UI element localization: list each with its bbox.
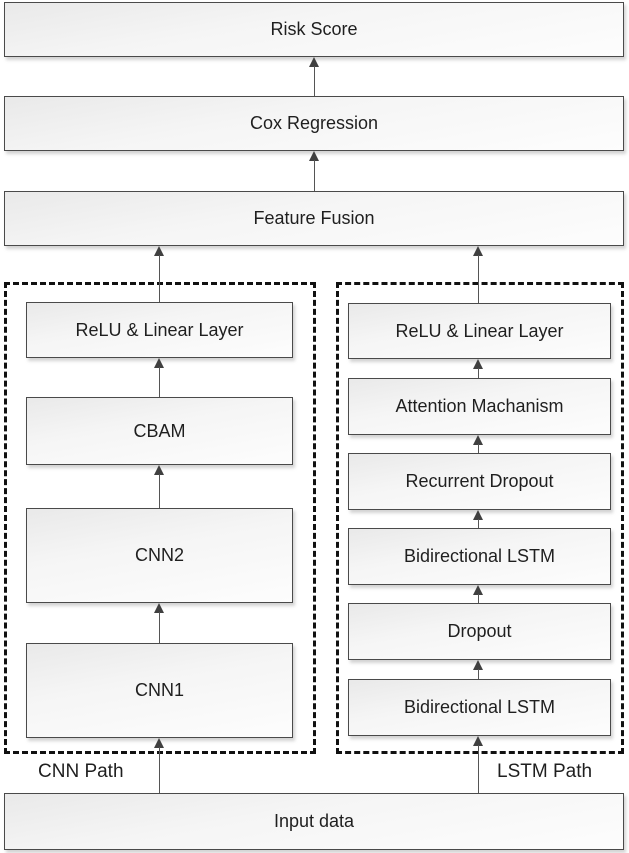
arrowhead-icon: [154, 246, 164, 256]
arrowhead-icon: [154, 603, 164, 613]
node-cnn-relu-linear-layer: ReLU & Linear Layer: [26, 302, 293, 358]
arrow-recurrent-dropout-to-attention: [473, 435, 483, 453]
arrow-stem: [158, 747, 160, 793]
arrowhead-icon: [473, 435, 483, 445]
arrow-stem: [158, 255, 160, 302]
node-bidirectional-lstm-upper: Bidirectional LSTM: [348, 528, 611, 585]
arrow-stem: [158, 367, 160, 397]
arrow-input-to-bilstm-lower: [473, 736, 483, 793]
lstm-path-group: [336, 282, 624, 754]
arrow-stem: [477, 368, 479, 378]
node-risk-score: Risk Score: [4, 2, 624, 57]
arrow-stem: [477, 669, 479, 679]
arrowhead-icon: [154, 465, 164, 475]
arrow-stem: [158, 612, 160, 643]
arrowhead-icon: [154, 358, 164, 368]
node-cnn2: CNN2: [26, 508, 293, 603]
arrow-stem: [477, 255, 479, 303]
arrow-stem: [313, 160, 315, 191]
node-dropout: Dropout: [348, 603, 611, 660]
node-lstm-relu-linear-layer: ReLU & Linear Layer: [348, 303, 611, 359]
arrowhead-icon: [473, 660, 483, 670]
arrowhead-icon: [473, 510, 483, 520]
lstm-path-label: LSTM Path: [497, 761, 593, 782]
arrow-dropout-to-bilstm-upper: [473, 585, 483, 603]
cnn-path-group: [4, 282, 316, 754]
arrow-attention-to-relu: [473, 359, 483, 378]
node-attention-mechanism: Attention Machanism: [348, 378, 611, 435]
arrow-stem: [477, 519, 479, 528]
arrow-cnn2-to-cbam: [154, 465, 164, 508]
arrowhead-icon: [154, 738, 164, 748]
arrowhead-icon: [473, 585, 483, 595]
node-feature-fusion: Feature Fusion: [4, 191, 624, 246]
arrow-stem: [477, 594, 479, 603]
arrowhead-icon: [473, 736, 483, 746]
arrow-stem: [477, 745, 479, 793]
arrow-stem: [313, 66, 315, 96]
arrow-lstm-relu-to-fusion: [473, 246, 483, 303]
arrow-cnn1-to-cnn2: [154, 603, 164, 643]
cnn-path-label: CNN Path: [38, 761, 124, 782]
arrow-cnn-relu-to-fusion: [154, 246, 164, 302]
arrow-fusion-to-cox: [309, 151, 319, 191]
arrow-bilstm-lower-to-dropout: [473, 660, 483, 679]
arrowhead-icon: [309, 57, 319, 67]
node-input-data: Input data: [4, 793, 624, 850]
arrow-input-to-cnn1: [154, 738, 164, 793]
arrow-cbam-to-relu: [154, 358, 164, 397]
arrow-cox-to-risk-score: [309, 57, 319, 96]
arrowhead-icon: [473, 359, 483, 369]
arrowhead-icon: [473, 246, 483, 256]
arrow-stem: [158, 474, 160, 508]
arrow-stem: [477, 444, 479, 453]
node-bidirectional-lstm-lower: Bidirectional LSTM: [348, 679, 611, 736]
node-recurrent-dropout: Recurrent Dropout: [348, 453, 611, 510]
arrow-bilstm-upper-to-recurrent-dropout: [473, 510, 483, 528]
node-cbam: CBAM: [26, 397, 293, 465]
node-cnn1: CNN1: [26, 643, 293, 738]
node-cox-regression: Cox Regression: [4, 96, 624, 151]
arrowhead-icon: [309, 151, 319, 161]
